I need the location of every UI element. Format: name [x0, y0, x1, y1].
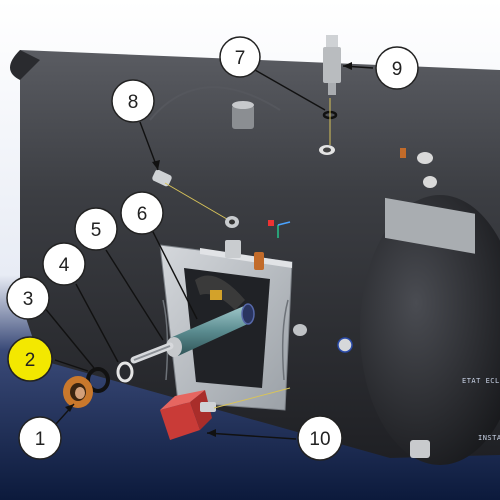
side-port	[337, 337, 353, 353]
side-fitting	[293, 324, 307, 336]
bottom-fitting	[410, 440, 430, 458]
callout-7: 7	[219, 36, 261, 78]
tank-end-cap	[360, 195, 500, 465]
callout-label: 9	[392, 59, 403, 80]
callout-2: 2	[7, 336, 53, 382]
axis-marker	[268, 220, 291, 238]
heater-tube-part-6	[166, 303, 255, 357]
callout-9: 9	[375, 46, 419, 90]
callout-label: 7	[235, 48, 246, 69]
etat-label: ETAT ECLA	[462, 377, 500, 385]
arrowheads	[65, 62, 352, 437]
callout-1: 1	[18, 416, 62, 460]
callout-label: 5	[91, 220, 102, 241]
callout-label: 2	[25, 350, 36, 371]
callout-label: 4	[59, 255, 70, 276]
callout-label: 1	[35, 429, 46, 450]
ring-part-3	[86, 367, 110, 393]
callout-label: 10	[309, 429, 330, 450]
rod-part-5	[130, 342, 174, 364]
gasket-part-1	[63, 376, 93, 408]
instant-label: INSTAN	[478, 434, 500, 442]
callout-6: 6	[120, 191, 164, 235]
top-fittings	[232, 101, 475, 254]
callout-5: 5	[74, 207, 118, 251]
callout-label: 3	[23, 289, 34, 310]
callout-label: 6	[137, 204, 148, 225]
callout-8: 8	[111, 79, 155, 123]
heater-block-part-10	[160, 387, 291, 440]
connector-part-8	[152, 169, 239, 228]
callout-4: 4	[42, 242, 86, 286]
callout-10: 10	[297, 415, 343, 461]
callout-label: 8	[128, 92, 139, 113]
fitting-part-9	[323, 35, 341, 95]
callout-3: 3	[6, 276, 50, 320]
ring-part-4	[116, 361, 134, 383]
